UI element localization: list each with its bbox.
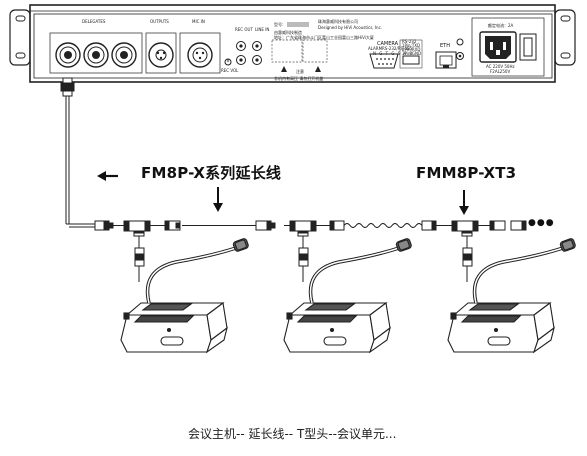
bottom-caption: 会议主机-- 延长线-- T型头--会议单元... [188, 427, 397, 441]
eth-port [435, 51, 457, 69]
delegate-port-2 [83, 42, 109, 68]
rec-vol-label: REC VOL [221, 68, 239, 73]
outputs-port-group [145, 32, 177, 74]
info-warning: 注意 [296, 69, 304, 74]
rs232-line-1: 1Pin:TXD [402, 43, 421, 48]
info-model-label: 型号: [274, 22, 284, 27]
camera-pins: N G T G S A B [373, 51, 414, 56]
rs232-line-2: 2Pin:RXD [402, 47, 421, 52]
conference-unit-1 [120, 238, 249, 354]
camera-db9-port [369, 53, 399, 69]
info-made-in: 由惠威科技制造 [274, 30, 302, 35]
info-address: 地址：广东省珠海市斗门区富山工业园富山三路HiVi大厦 [274, 35, 374, 40]
drop-plugs [134, 247, 473, 267]
line-in-label: LINE IN [255, 27, 270, 32]
camera-protocol: ALARMRS-232/RS-485 [368, 46, 413, 51]
mic-in-label: MIC IN [192, 19, 205, 24]
delegate-port-3 [111, 42, 137, 68]
delegates-port-group [49, 32, 143, 74]
info-warning-sub: 非机内有高压 请勿打开机盖 [274, 76, 324, 81]
conference-unit-3 [447, 238, 576, 354]
wiring [60, 77, 490, 282]
conference-host-unit [9, 4, 576, 83]
trunk-connectors [94, 220, 527, 237]
mic-in-port-group [179, 32, 221, 74]
power-label: 额定电流：2A [488, 23, 514, 28]
continuation-dots: ●●● [528, 218, 555, 228]
delegate-port-1 [55, 42, 81, 68]
power-rating-1: AC 220V 50Hz [486, 64, 515, 69]
info-brand-cn: 珠海惠威科技有限公司 [318, 19, 358, 24]
t-connector-label: FMM8P-XT3 [416, 164, 517, 182]
rca-port-group [224, 41, 262, 66]
camera-title: CAMERA [377, 41, 399, 47]
power-inlet [471, 17, 545, 77]
info-brand-en: Designed by HiVi Acoustics, Inc. [318, 25, 383, 30]
delegates-label: DELEGATES [82, 19, 106, 24]
outputs-label: OUTPUTS [150, 19, 169, 24]
conference-unit-2 [283, 238, 412, 354]
arrows [97, 171, 469, 215]
power-rating-2: F2AL250V [490, 69, 511, 74]
eth-label: ETH [440, 43, 450, 49]
rs232-title: RS-232 [402, 39, 417, 44]
extension-cable-label: FM8P-X系列延长线 [141, 164, 282, 182]
rec-out-label: REC OUT [235, 27, 253, 32]
rs232-line-3: 3Pin:GND [402, 51, 422, 56]
